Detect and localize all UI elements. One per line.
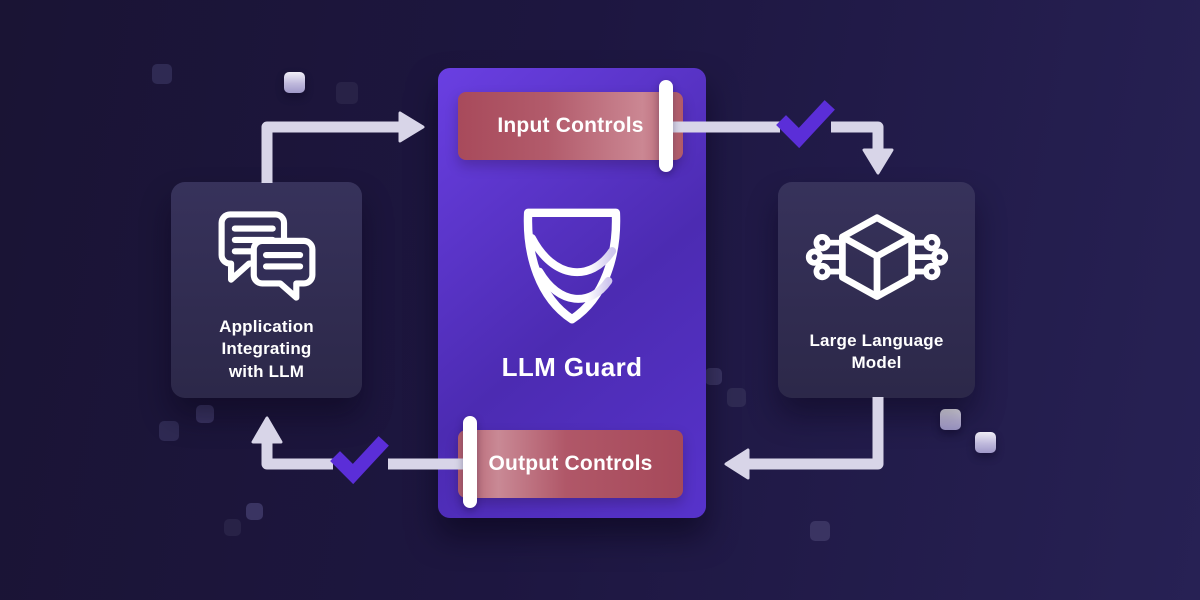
arrowhead-right-icon [398, 111, 425, 143]
decor-square [246, 503, 263, 520]
decor-square [727, 388, 746, 407]
llm-box: Large Language Model [778, 182, 975, 398]
flow-arrow-app-to-input [261, 121, 400, 183]
output-gate-bar [463, 416, 477, 508]
flow-arrow-input-to-llm-b [831, 121, 884, 151]
check-icon [330, 436, 389, 485]
decor-square [336, 82, 358, 104]
decor-square [705, 368, 722, 385]
arrowhead-left-icon [724, 448, 750, 480]
input-controls-label: Input Controls [497, 114, 644, 137]
application-box: Application Integrating with LLM [171, 182, 362, 398]
output-controls-label: Output Controls [488, 452, 653, 475]
arrowhead-up-icon [251, 416, 283, 444]
flow-arrow-llm-to-output [748, 397, 884, 470]
decor-square [224, 519, 241, 536]
arrowhead-down-icon [862, 148, 894, 175]
output-controls-banner: Output Controls [458, 430, 683, 498]
application-label: Application Integrating with LLM [219, 317, 314, 381]
decor-square [940, 409, 961, 430]
input-controls-banner: Input Controls [458, 92, 683, 160]
guard-title: LLM Guard [501, 352, 643, 382]
ai-cube-icon [799, 210, 955, 310]
decor-square [152, 64, 172, 84]
input-gate-bar [659, 80, 673, 172]
flow-arrow-output-to-app-b [261, 442, 333, 470]
chat-bubbles-icon [215, 208, 319, 304]
check-icon [776, 100, 835, 149]
shield-icon [516, 204, 628, 333]
decor-square [196, 405, 214, 423]
llm-label: Large Language Model [809, 331, 944, 373]
decor-square [975, 432, 996, 453]
decor-square [284, 72, 305, 93]
decor-square [810, 521, 830, 541]
decor-square [159, 421, 179, 441]
